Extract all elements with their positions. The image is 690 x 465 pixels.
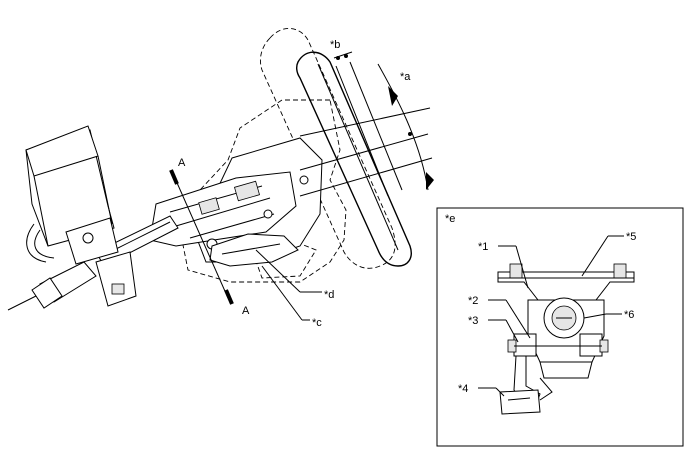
callout-1: *1 — [478, 241, 488, 253]
motor-edge-2 — [97, 155, 113, 225]
tilt-lever — [209, 233, 299, 267]
inset-lower-hardware — [539, 361, 593, 379]
tilt-lever-detail — [221, 243, 281, 255]
callout-2: *2 — [468, 295, 478, 307]
inset-bolt-left — [509, 263, 523, 279]
leader-1b — [515, 245, 529, 289]
section-label-bottom: A — [242, 305, 250, 317]
lower-bracket-bolt — [111, 283, 125, 295]
detail-inset: *e *1 — [436, 207, 684, 447]
motor-edge — [33, 175, 49, 247]
tilt-line-upper — [299, 107, 431, 137]
inset-side-block-right — [579, 333, 603, 357]
telescopic-line-3 — [335, 65, 389, 197]
callout-a: *a — [400, 71, 411, 83]
section-mark-top — [169, 169, 179, 185]
section-mark-bottom — [224, 289, 234, 305]
tilt-center-dot — [408, 132, 412, 136]
inset-side-block-left — [513, 333, 537, 357]
tilted-wheel-outline — [259, 28, 396, 269]
callout-c: *c — [312, 317, 322, 329]
steering-wheel-rim-inner — [317, 63, 399, 251]
callout-6: *6 — [624, 309, 634, 321]
motor-bolt — [82, 232, 94, 244]
bracket-block-2 — [198, 197, 220, 215]
telescopic-dot-2 — [344, 54, 348, 58]
leader-4b — [495, 387, 505, 397]
leader-5b — [581, 235, 609, 277]
section-label-top: A — [178, 157, 186, 169]
leader-d — [255, 249, 301, 293]
steering-wheel-rim — [295, 51, 412, 267]
bracket-block — [234, 180, 260, 202]
inset-lever-grip-line — [507, 397, 531, 401]
callout-e: *e — [445, 213, 455, 225]
wire-harness-1 — [26, 223, 47, 263]
telescopic-line-2 — [349, 61, 403, 191]
tilt-arrow-down — [426, 172, 434, 190]
bracket-detail-2 — [175, 197, 271, 227]
callout-5: *5 — [626, 231, 636, 243]
lower-bracket — [95, 251, 137, 307]
shaft-groove — [109, 221, 171, 253]
tilt-arc — [377, 63, 429, 191]
wire-harness-2 — [34, 229, 55, 259]
leader-3b — [505, 319, 519, 343]
main-view: A A *a *b *c *d — [7, 28, 434, 329]
callout-3: *3 — [468, 315, 478, 327]
inset-lever-arm — [539, 377, 553, 401]
column-axis — [299, 133, 429, 171]
tilt-arrow-up — [388, 86, 398, 106]
universal-joint — [31, 277, 63, 309]
telescopic-dot-1 — [336, 56, 340, 60]
callout-4: *4 — [458, 383, 468, 395]
leader-2b — [505, 299, 531, 339]
section-line — [173, 175, 229, 299]
callout-d: *d — [324, 289, 334, 301]
inset-bolt-right — [613, 263, 627, 279]
shaft-end — [7, 295, 37, 311]
callout-b: *b — [330, 39, 340, 51]
tilt-line-lower — [299, 157, 433, 197]
leader-6b — [583, 313, 607, 319]
column-bolt-3 — [263, 209, 273, 219]
column-bolt-2 — [299, 175, 309, 185]
column-bracket — [149, 171, 297, 247]
leader-c — [261, 265, 303, 321]
tilted-cover-outline — [249, 237, 317, 279]
inset-lever-grip — [499, 389, 541, 415]
bracket-detail-3 — [189, 213, 275, 239]
